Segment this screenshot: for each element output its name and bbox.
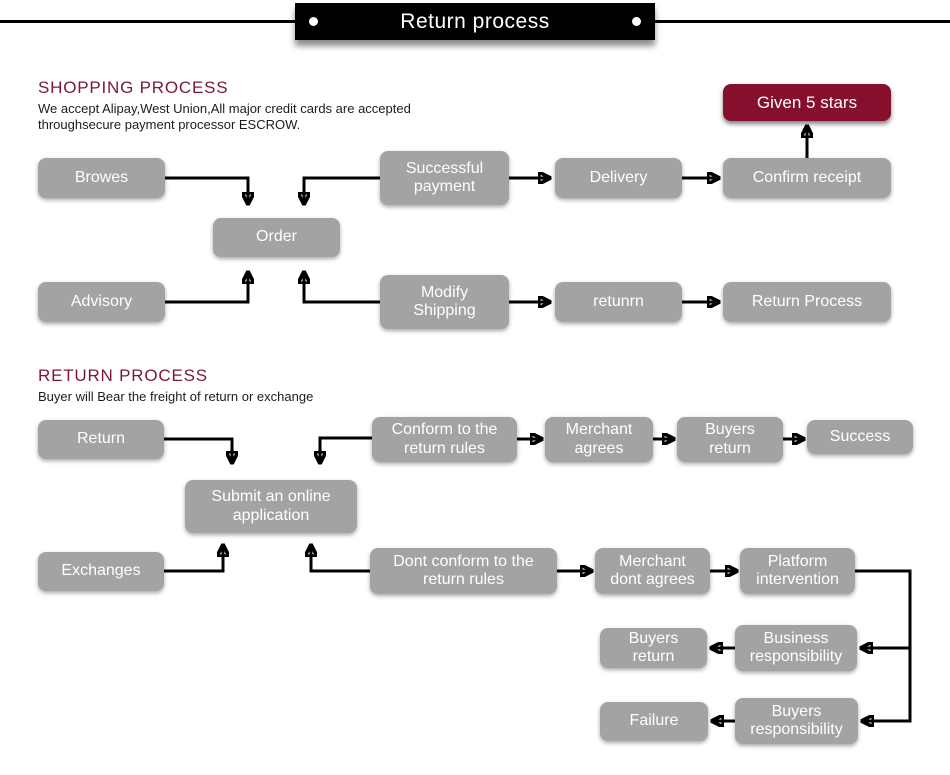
connector-shipping-to-order <box>304 273 380 304</box>
return-process-heading: RETURN PROCESS <box>38 366 208 385</box>
node-advisory: Advisory <box>38 282 165 322</box>
node-return-process: Return Process <box>723 282 891 322</box>
banner: Return process <box>295 3 655 40</box>
connector-platform-to-buyers-responsibility <box>863 648 912 721</box>
banner-rule-right <box>654 20 950 23</box>
banner-dot-right-icon <box>632 17 641 26</box>
node-given-5-stars: Given 5 stars <box>723 84 891 121</box>
node-business-responsibility: Business responsibility <box>735 625 857 671</box>
node-merchant-dont-agrees: Merchant dont agrees <box>595 548 710 594</box>
connector-dont-conform-to-submit <box>311 546 370 573</box>
shopping-process-heading: SHOPPING PROCESS <box>38 78 229 97</box>
connector-return-to-submit <box>164 437 232 462</box>
shopping-process-subtitle: We accept Alipay,West Union,All major cr… <box>38 101 411 132</box>
node-retunrn: retunrn <box>555 282 682 322</box>
connector-payment-to-order <box>304 176 380 203</box>
node-confirm-receipt: Confirm receipt <box>723 158 891 198</box>
node-browes: Browes <box>38 158 165 198</box>
banner-dot-left-icon <box>309 17 318 26</box>
node-order: Order <box>213 218 340 257</box>
banner-title: Return process <box>400 9 550 33</box>
node-exchanges: Exchanges <box>38 552 164 591</box>
connector-browes-to-order <box>165 176 248 203</box>
node-modify-shipping: Modify Shipping <box>380 275 509 329</box>
node-failure: Failure <box>600 702 708 741</box>
node-buyers-responsibility: Buyers responsibility <box>735 698 858 744</box>
connector-exchanges-to-submit <box>164 546 223 573</box>
node-dont-conform-rules: Dont conform to the return rules <box>370 548 557 594</box>
node-successful-payment: Successful payment <box>380 151 509 205</box>
node-return: Return <box>38 420 164 459</box>
node-platform-intervention: Platform intervention <box>740 548 855 594</box>
node-conform-rules: Conform to the return rules <box>372 417 517 462</box>
connector-advisory-to-order <box>165 273 248 304</box>
connector-conform-to-submit <box>320 436 372 462</box>
node-success: Success <box>807 420 913 454</box>
node-submit-application: Submit an online application <box>185 480 357 533</box>
node-merchant-agrees: Merchant agrees <box>545 417 653 462</box>
node-buyers-return-2: Buyers return <box>600 628 707 668</box>
node-delivery: Delivery <box>555 158 682 198</box>
node-buyers-return: Buyers return <box>677 417 783 462</box>
banner-rule-left <box>0 20 296 23</box>
return-process-subtitle: Buyer will Bear the freight of return or… <box>38 389 314 404</box>
connector-platform-to-business-responsibility <box>855 569 912 648</box>
